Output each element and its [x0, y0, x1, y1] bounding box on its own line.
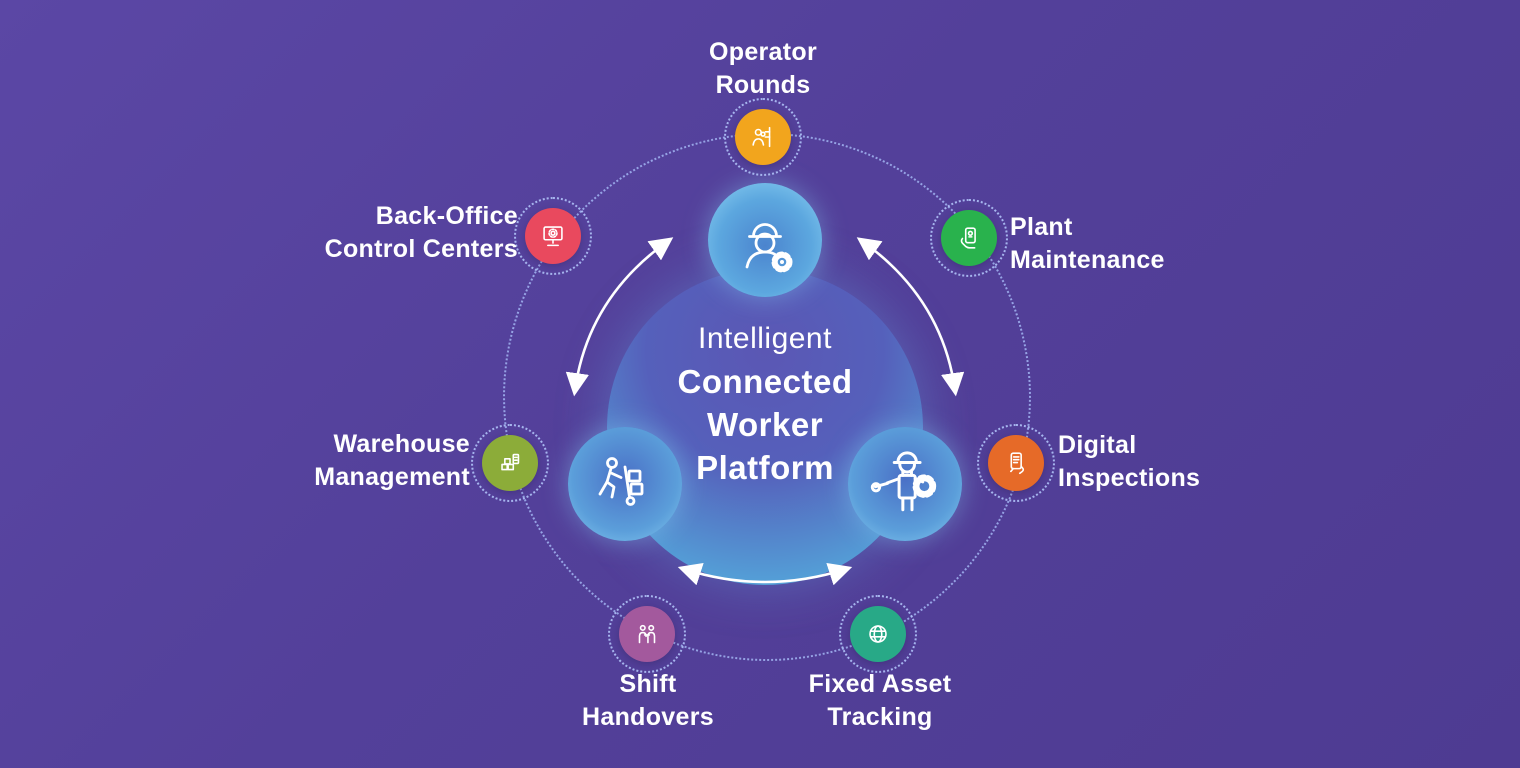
warehouse-boxes-icon	[482, 435, 538, 491]
label-plant-maintenance: Plant Maintenance	[1010, 213, 1165, 274]
label-back-office: Back-Office Control Centers	[324, 202, 518, 263]
label-warehouse-management: Warehouse Management	[314, 430, 470, 491]
operator-inspection-icon	[735, 109, 791, 165]
node-ring	[724, 98, 802, 176]
node-back-office	[514, 197, 592, 275]
node-ring	[839, 595, 917, 673]
label-digital-inspections: Digital Inspections	[1058, 431, 1201, 492]
node-ring	[930, 199, 1008, 277]
worker-wrench-gear-icon	[870, 451, 937, 512]
node-ring	[471, 424, 549, 502]
center-title-line-1: Intelligent	[698, 322, 832, 355]
label-operator-rounds: Operator Rounds	[709, 38, 817, 99]
node-shift-handovers	[608, 595, 686, 673]
node-warehouse-management	[471, 424, 549, 502]
node-ring	[977, 424, 1055, 502]
node-operator-rounds	[724, 98, 802, 176]
globe-tracking-icon	[850, 606, 906, 662]
node-fixed-asset-tracking	[839, 595, 917, 673]
node-digital-inspections	[977, 424, 1055, 502]
worker-hardhat-gear-icon	[745, 223, 793, 273]
phone-checklist-icon	[988, 435, 1044, 491]
center-title-line-3: Worker	[706, 406, 824, 443]
node-plant-maintenance	[930, 199, 1008, 277]
monitor-gear-icon	[525, 208, 581, 264]
worker-pushing-cart-icon	[598, 457, 644, 506]
label-fixed-asset-tracking: Fixed Asset Tracking	[808, 670, 952, 731]
hand-phone-icon	[941, 210, 997, 266]
center-title-line-4: Platform	[696, 449, 834, 486]
node-ring	[608, 595, 686, 673]
center-title: Intelligent Connected Worker Platform	[615, 317, 915, 489]
center-title-line-2: Connected	[677, 363, 853, 400]
label-shift-handovers: Shift Handovers	[582, 670, 714, 731]
node-ring	[514, 197, 592, 275]
center-bubble-left	[568, 427, 682, 541]
center-bubble-top	[708, 183, 822, 297]
center-bubble-right	[848, 427, 962, 541]
two-people-handover-icon	[619, 606, 675, 662]
